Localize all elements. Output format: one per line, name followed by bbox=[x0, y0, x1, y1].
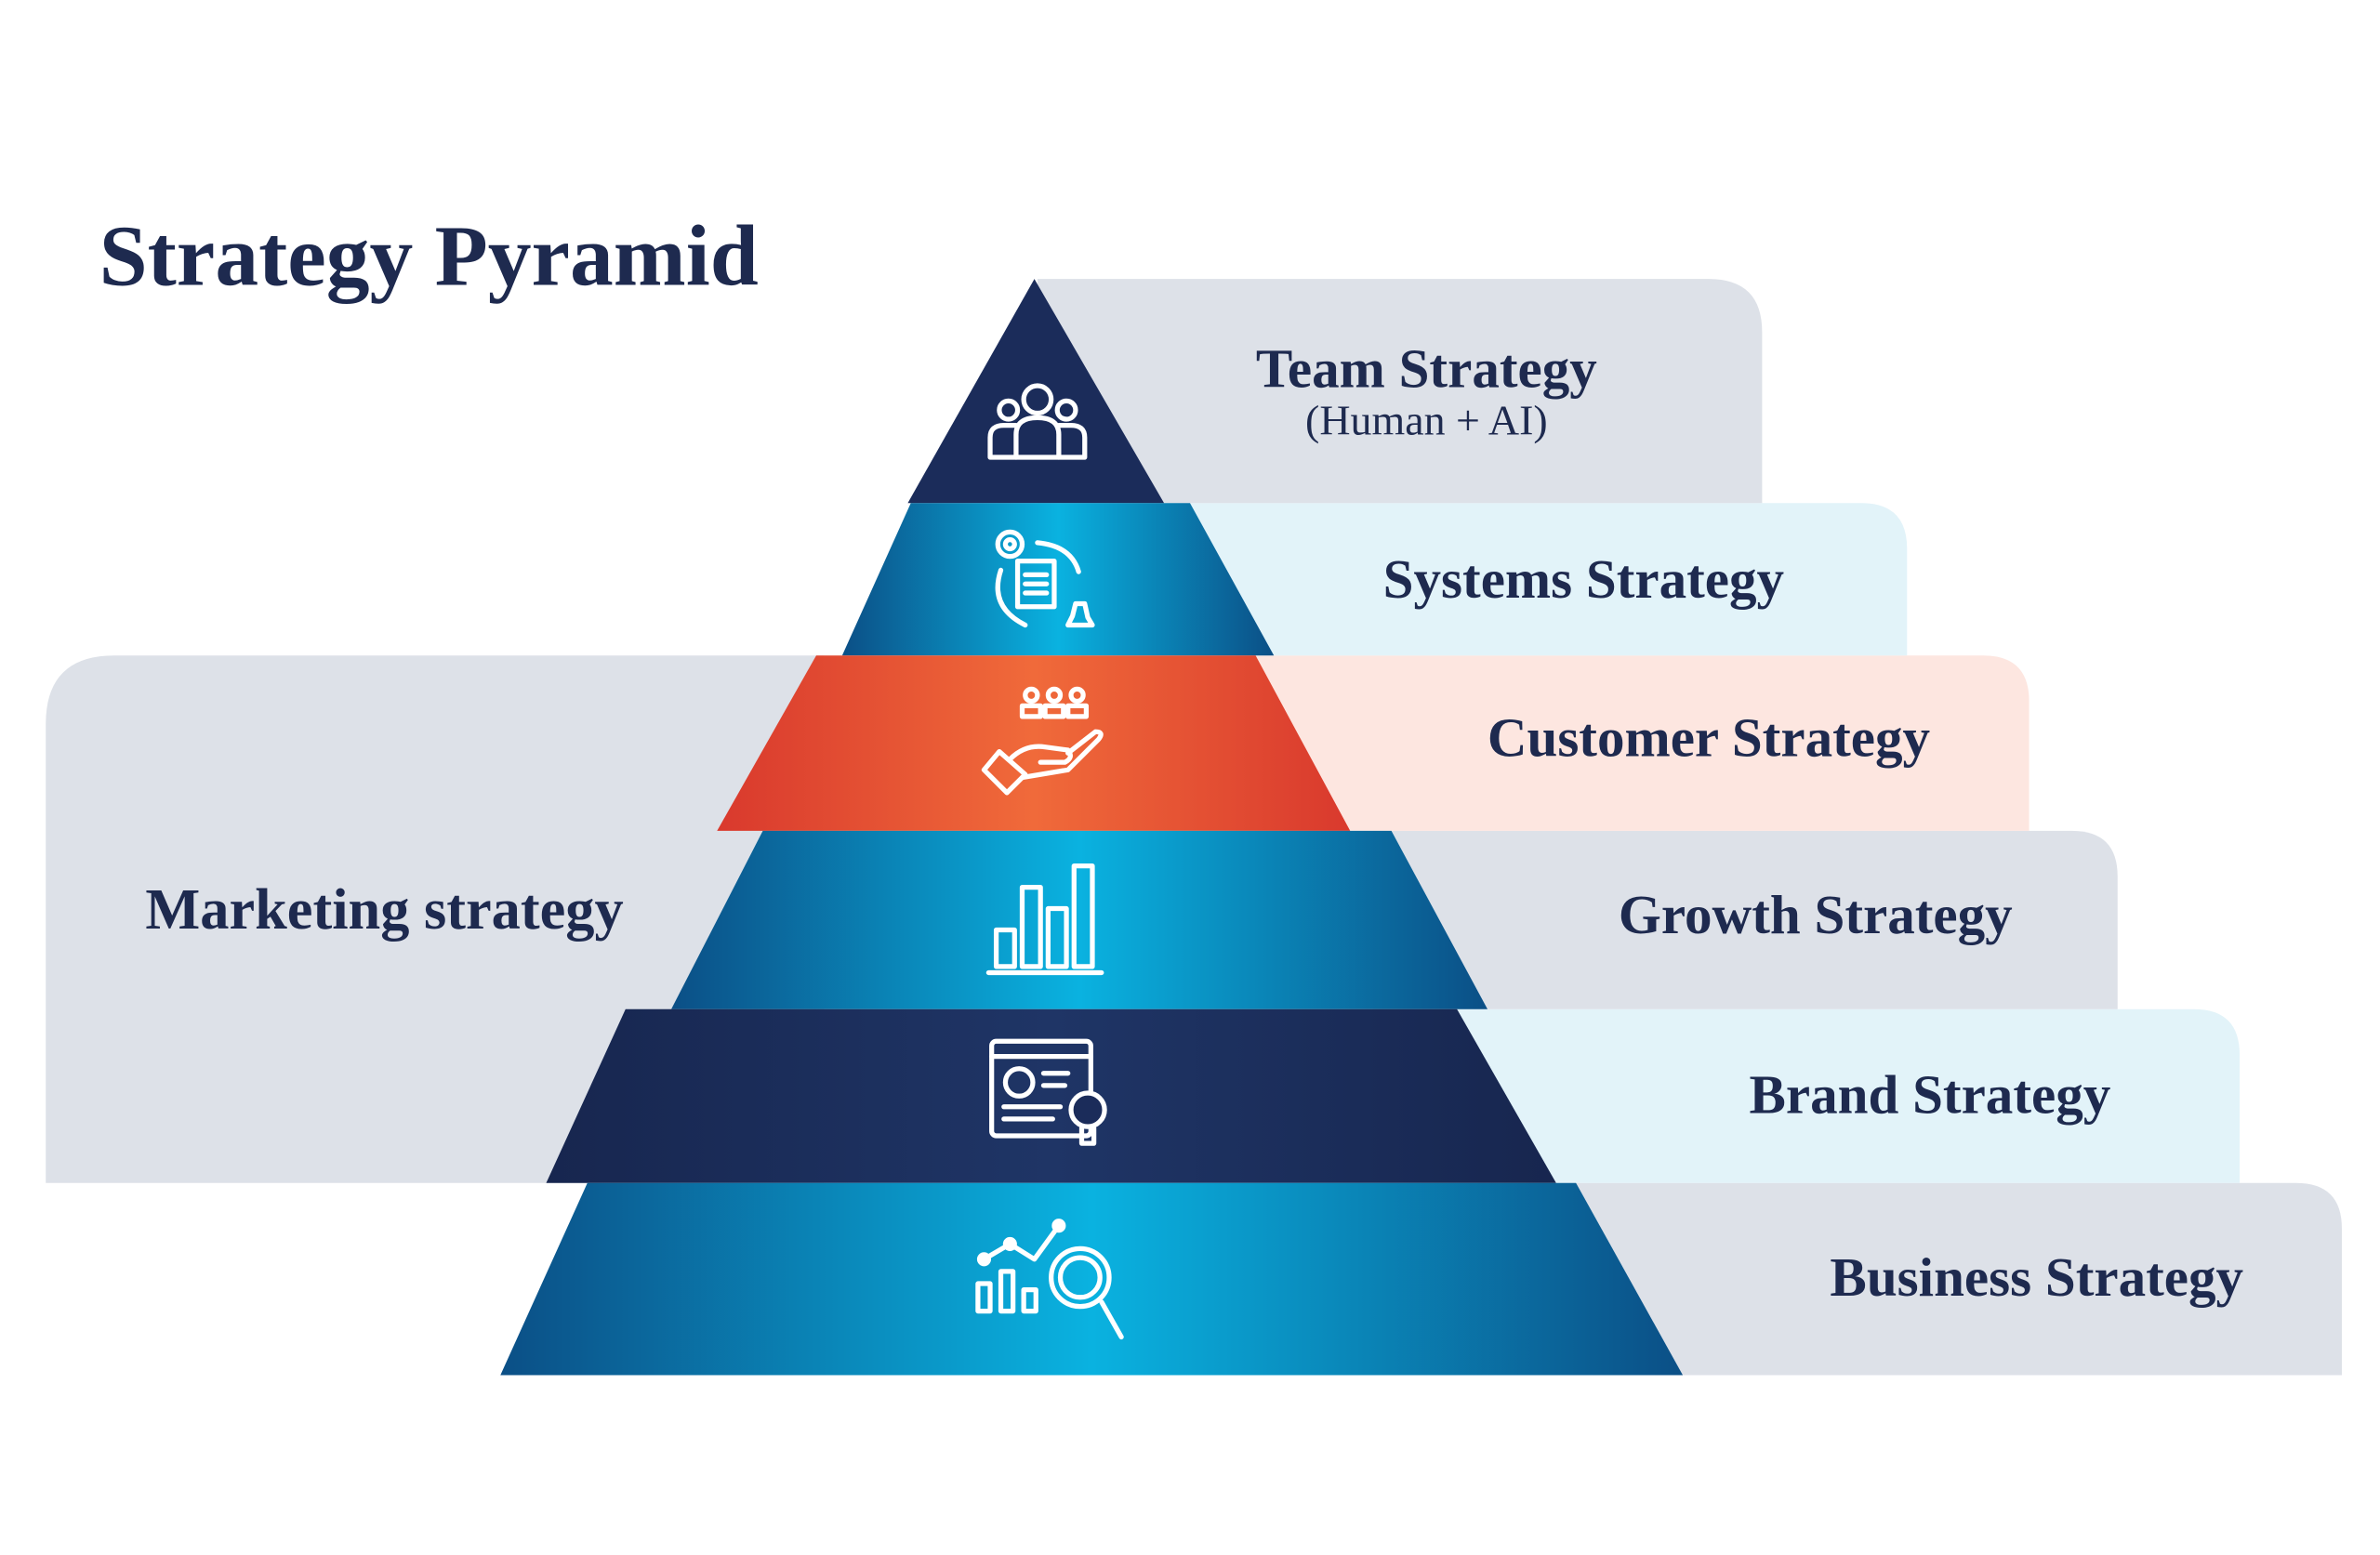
tier-label-business: Business Strategy bbox=[1830, 1246, 2243, 1308]
tier-sublabel-team: (Human + AI) bbox=[1305, 396, 1548, 443]
panel-systems bbox=[1174, 503, 1908, 656]
panel-customer bbox=[1236, 655, 2030, 831]
tier-team bbox=[907, 279, 1165, 504]
marketing-strategy-label: Marketing strategy bbox=[145, 877, 623, 942]
hand-people-icon bbox=[981, 686, 1104, 796]
tier-label-team: Team Strategy bbox=[1256, 338, 1597, 400]
tier-label-brand: Brand Strategy bbox=[1749, 1063, 2110, 1125]
panel-business bbox=[1526, 1182, 2342, 1376]
tier-business bbox=[500, 1182, 1684, 1376]
tier-label-customer: Customer Strategy bbox=[1488, 707, 1930, 769]
panel-growth bbox=[1372, 830, 2118, 1009]
analytics-search-icon bbox=[975, 1219, 1124, 1340]
tier-growth bbox=[671, 830, 1488, 1009]
presentation-lightbulb-icon bbox=[989, 1038, 1107, 1146]
team-icon bbox=[987, 383, 1088, 460]
bar-chart-icon bbox=[985, 863, 1104, 976]
panel-brand bbox=[1434, 1008, 2241, 1183]
tier-brand bbox=[546, 1008, 1556, 1183]
tier-customer bbox=[717, 655, 1351, 831]
systems-cycle-icon bbox=[995, 529, 1095, 628]
page-title: Strategy Pyramid bbox=[99, 209, 759, 305]
tier-systems bbox=[841, 503, 1275, 656]
tier-label-growth: Growth Strategy bbox=[1619, 884, 2013, 945]
panel-team bbox=[1037, 279, 1763, 504]
tier-label-systems: Systems Strategy bbox=[1383, 548, 1784, 610]
